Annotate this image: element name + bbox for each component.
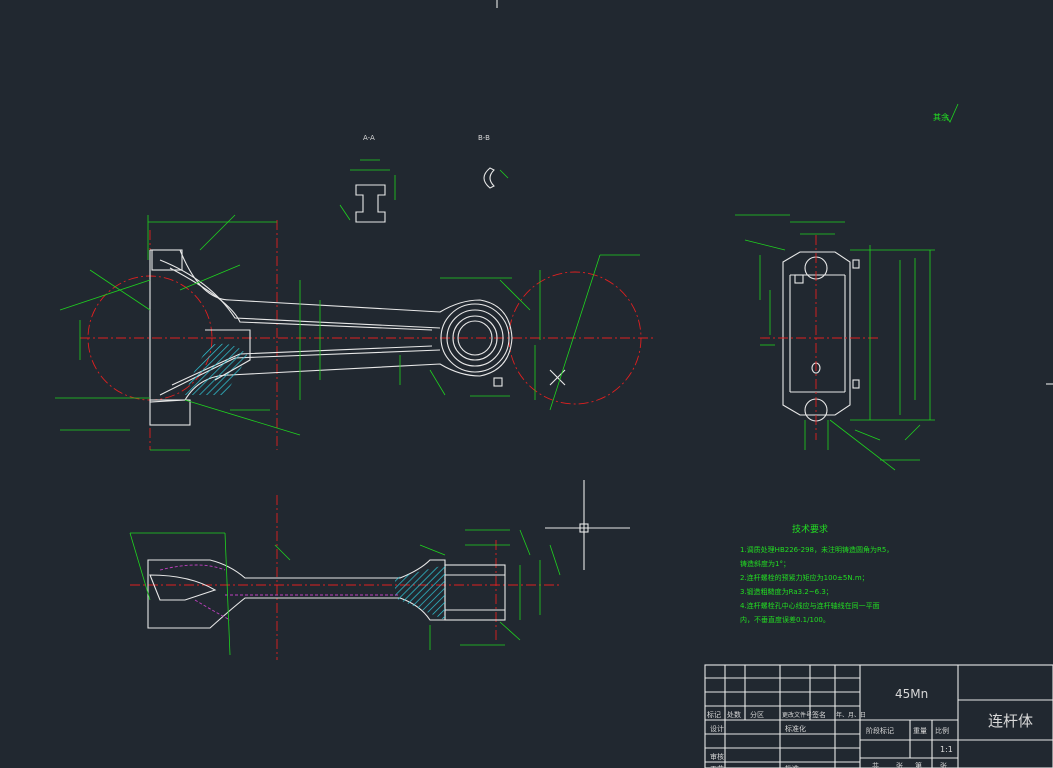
tb-material: 45Mn: [895, 687, 928, 701]
section-b-b: B-B: [478, 134, 509, 189]
tech-req-item: 铸造斜度为1°；: [740, 559, 790, 568]
tb-sheet-total: 共: [872, 761, 879, 768]
tb-role-process: 工艺: [710, 765, 724, 768]
tb-weight: 重量: [913, 727, 927, 735]
tech-req-item: 2.连杆螺栓的预紧力矩应为100±5N.m；: [740, 573, 869, 582]
tb-sheet-no: 第: [915, 761, 922, 768]
tech-req-item: 3.锻造粗糙度为Ra3.2~6.3；: [740, 587, 833, 596]
tb-part-name: 连杆体: [988, 712, 1033, 730]
tech-req-item: 内，不垂直度误差0.1/100。: [740, 615, 830, 624]
tb-scale-label: 比例: [935, 726, 949, 735]
side-view: [735, 214, 935, 471]
tb-header-zone: 分区: [750, 710, 764, 719]
tech-req-item: 4.连杆螺栓孔中心线应与连杆轴线在同一平面: [740, 601, 880, 610]
tb-sheet-unit2: 张: [940, 761, 947, 768]
tb-header-mark: 标记: [707, 710, 721, 719]
tb-sheet-unit: 张: [896, 761, 903, 768]
tb-header-date: 年、月、日: [836, 711, 866, 719]
tb-header-count: 处数: [727, 710, 741, 719]
section-a-a: A-A: [339, 134, 396, 223]
tech-req-item: 1.调质处理HB226-298，未注明铸造圆角为R5，: [740, 545, 893, 554]
tb-role-review: 审核: [710, 752, 724, 761]
section-label-b: B-B: [478, 134, 490, 142]
tb-role-design: 设计: [710, 724, 724, 733]
tb-header-sign: 签名: [812, 710, 826, 719]
tb-stage-mark: 阶段标记: [866, 726, 894, 735]
tb-role-standard: 标准化: [785, 724, 806, 733]
top-view: [129, 480, 630, 660]
roughness-note: 其余: [933, 103, 959, 123]
roughness-note-label: 其余: [933, 112, 949, 122]
tb-header-change: 更改文件号: [782, 711, 812, 719]
tech-req-title: 技术要求: [792, 523, 828, 535]
front-view: [55, 214, 655, 451]
tb-scale-value: 1:1: [940, 745, 953, 754]
tb-role-approve: 批准: [785, 764, 799, 768]
tech-requirements: 技术要求 1.调质处理HB226-298，未注明铸造圆角为R5， 铸造斜度为1°…: [740, 523, 893, 624]
title-block: 标记 处数 分区 更改文件号 签名 年、月、日 设计 标准化 审核 工艺 批准 …: [704, 664, 1053, 768]
section-label-a: A-A: [363, 134, 375, 142]
